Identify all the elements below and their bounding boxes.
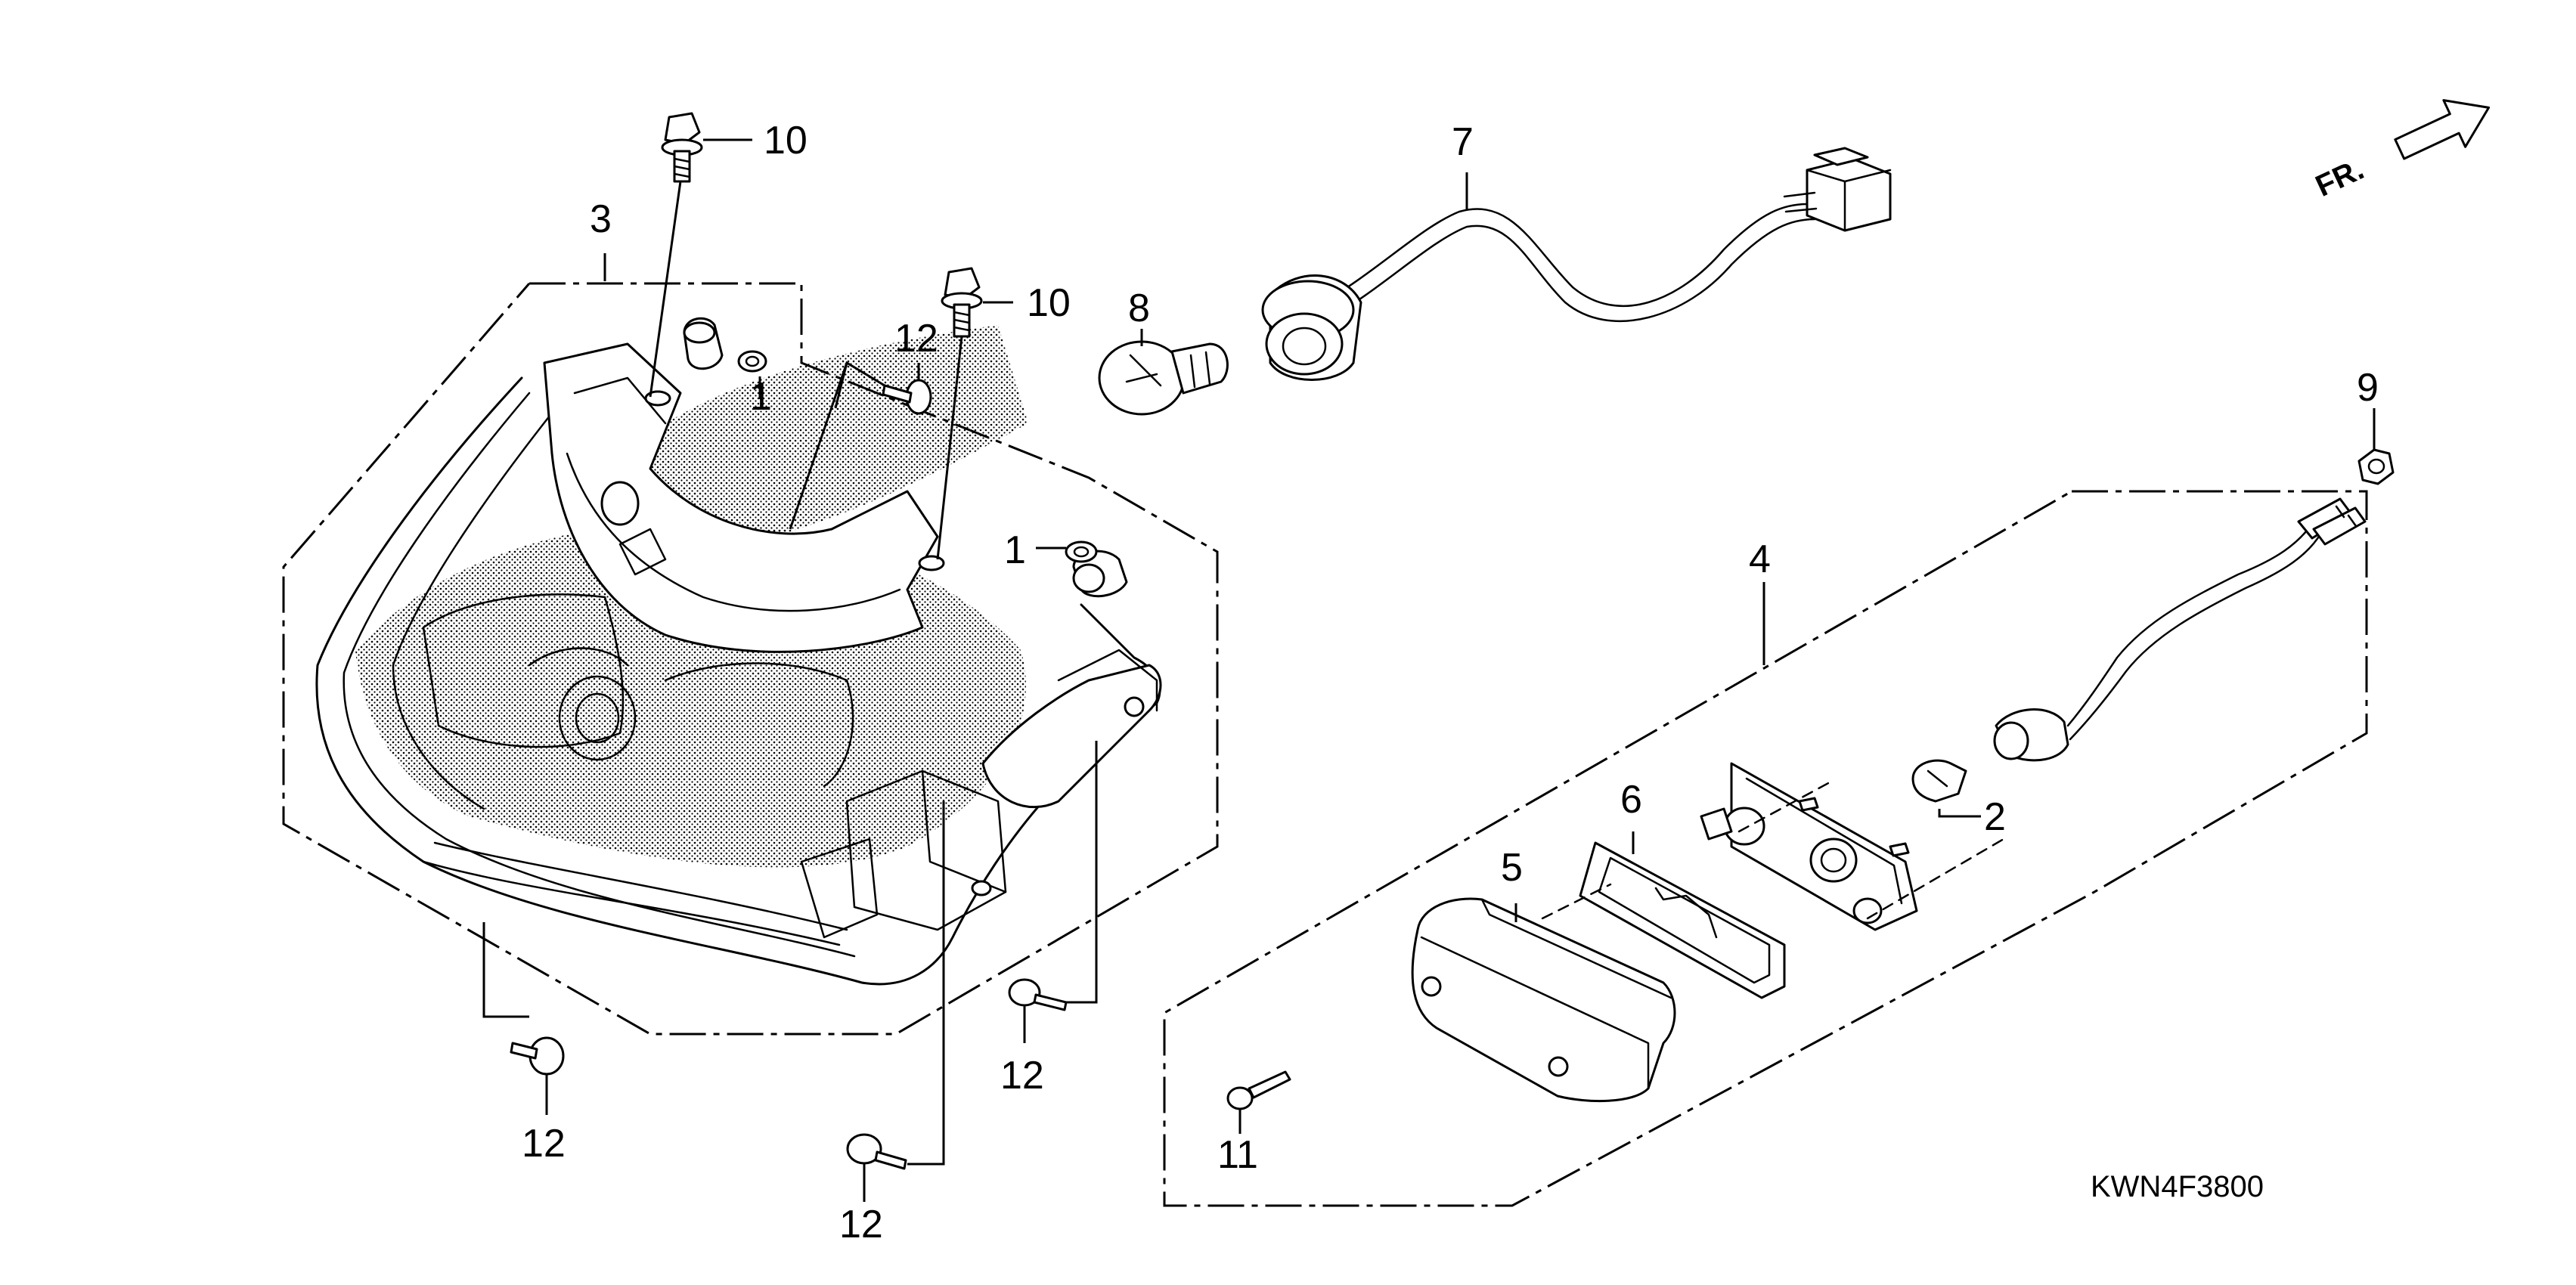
callout-12-upper: 12 [894, 317, 938, 361]
callout-12-right: 12 [1000, 1054, 1044, 1098]
tapping-screw-b [1008, 978, 1068, 1011]
callout-5: 5 [1501, 846, 1523, 890]
callout-1-upper: 1 [750, 375, 772, 419]
direction-label: FR. [2311, 153, 2369, 203]
leader-lines [482, 138, 2376, 1202]
flange-bolt-upper [661, 112, 703, 183]
grommet-upper [683, 317, 767, 373]
callout-12-left: 12 [522, 1122, 566, 1166]
callout-11: 11 [1217, 1133, 1258, 1177]
callout-9: 9 [2357, 366, 2379, 410]
diagram-code: KWN4F3800 [2091, 1170, 2264, 1203]
callout-6: 6 [1620, 778, 1642, 822]
socket-harness [1261, 147, 1892, 381]
group-outline-license [1163, 490, 2368, 1207]
grommet-right [1065, 540, 1128, 598]
license-gasket [1579, 841, 1786, 999]
license-light-assembly [1163, 490, 2368, 1207]
callout-1-right: 1 [1004, 528, 1026, 572]
flange-nut [2357, 448, 2395, 485]
license-socket-wire [1993, 497, 2367, 762]
callout-8: 8 [1128, 286, 1150, 330]
callout-12-bottom: 12 [839, 1203, 883, 1246]
tapping-screw-d [846, 1133, 907, 1170]
bulb [1098, 340, 1229, 416]
license-lens [1411, 897, 1676, 1103]
callouts: 10 10 3 12 1 1 12 12 12 7 8 4 9 2 6 5 11 [522, 119, 2379, 1246]
front-direction-arrow: FR. [2311, 99, 2491, 203]
license-base [1700, 762, 1918, 931]
tapping-screw-c [510, 1036, 565, 1076]
callout-7: 7 [1452, 120, 1474, 164]
taillight-assembly [282, 282, 1219, 1036]
callout-10-middle: 10 [1027, 281, 1071, 325]
group-outline-taillight [282, 282, 1219, 1036]
callout-2: 2 [1984, 795, 2006, 839]
tapping-screw-a [882, 379, 932, 415]
wedge-bulb [1911, 759, 1967, 803]
callout-4: 4 [1749, 537, 1771, 581]
license-screw [1226, 1070, 1291, 1110]
callout-3: 3 [590, 197, 612, 241]
flange-bolt-middle [941, 267, 983, 338]
callout-10-upper: 10 [764, 119, 808, 163]
